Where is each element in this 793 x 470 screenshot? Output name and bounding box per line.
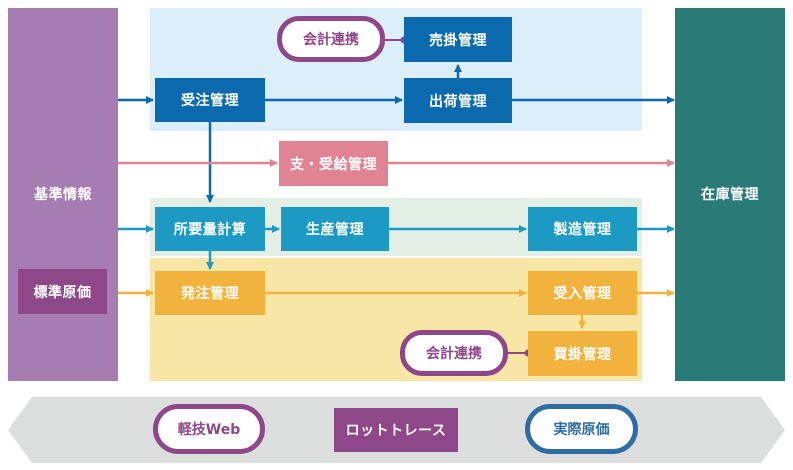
shipping-box: 出荷管理: [404, 78, 512, 123]
production-box: 生産管理: [281, 207, 389, 251]
receiving-box: 受入管理: [528, 271, 637, 315]
actual-cost-label: 実際原価: [553, 422, 610, 438]
light-web-label: 軽技Web: [177, 422, 241, 438]
master-info-block: 基準情報: [8, 8, 118, 381]
standard-cost-label: 標準原価: [33, 284, 92, 301]
mrp-label: 所要量計算: [173, 222, 247, 238]
shipping-label: 出荷管理: [429, 93, 487, 110]
sales-ar-box: 売掛管理: [404, 17, 512, 62]
manufacturing-label: 製造管理: [553, 222, 612, 238]
inventory-mgmt-label: 在庫管理: [701, 187, 759, 203]
accounting-link-top-pill: 会計連携: [277, 16, 385, 62]
inventory-mgmt-block: 在庫管理: [675, 8, 785, 381]
standard-cost-box: 標準原価: [18, 269, 107, 314]
master-info-label: 基準情報: [34, 187, 92, 203]
lot-trace-box: ロットトレース: [334, 408, 458, 452]
payment-label: 支・受給管理: [290, 156, 377, 173]
mrp-box: 所要量計算: [155, 207, 265, 251]
light-web-pill: 軽技Web: [153, 404, 265, 454]
manufacturing-box: 製造管理: [528, 207, 637, 251]
payment-box: 支・受給管理: [279, 141, 388, 186]
actual-cost-pill: 実際原価: [525, 404, 638, 454]
purchase-order-label: 発注管理: [181, 286, 239, 302]
accounting-link-top-label: 会計連携: [303, 32, 359, 48]
accounting-link-bottom-pill: 会計連携: [400, 330, 508, 376]
purchase-order-box: 発注管理: [155, 271, 265, 315]
purchase-ap-label: 買掛管理: [553, 346, 612, 363]
order-receipt-label: 受注管理: [181, 93, 239, 109]
lot-trace-label: ロットトレース: [345, 423, 447, 439]
purchase-ap-box: 買掛管理: [528, 331, 637, 376]
order-receipt-box: 受注管理: [155, 78, 265, 122]
receiving-label: 受入管理: [553, 286, 612, 302]
production-label: 生産管理: [306, 222, 364, 238]
sales-ar-label: 売掛管理: [429, 32, 487, 49]
accounting-link-bottom-label: 会計連携: [426, 346, 482, 362]
